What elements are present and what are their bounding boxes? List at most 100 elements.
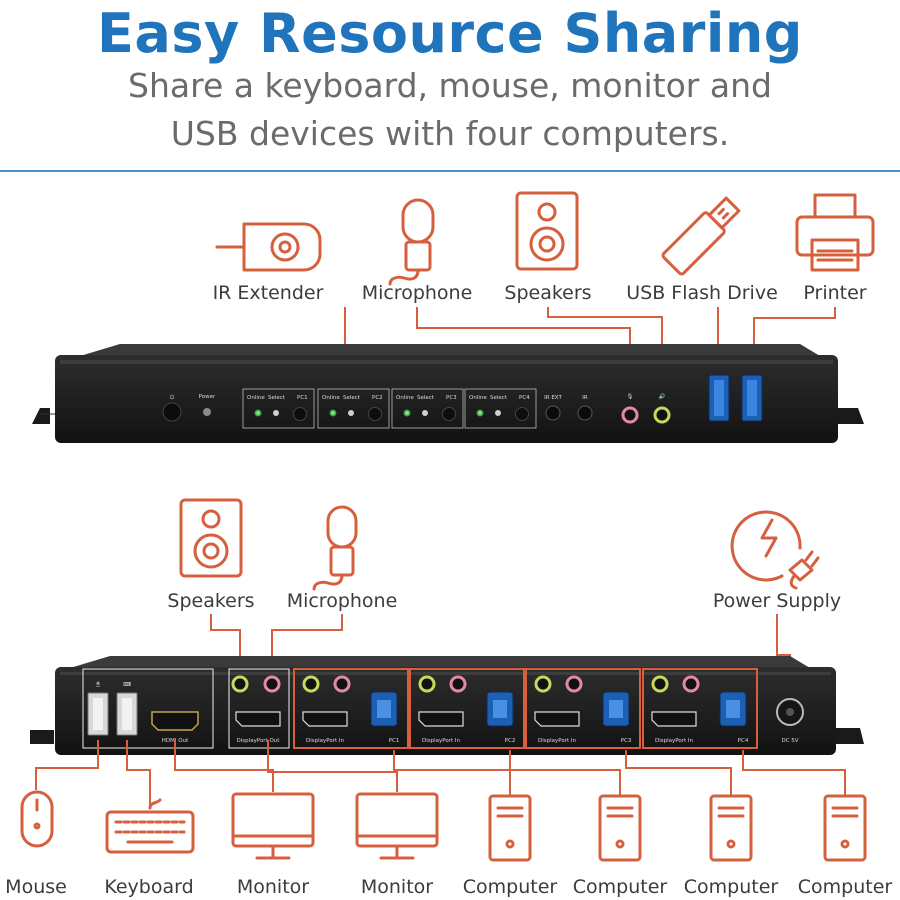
subtitle-line-2: USB devices with four computers. (170, 114, 730, 153)
rear-label-microphone: Microphone (287, 590, 398, 612)
front-mic-port[interactable] (621, 406, 639, 424)
computer-3-line (625, 750, 732, 795)
svg-text:Online: Online (396, 395, 414, 401)
pc1-select-group: Online Select PC1 (242, 388, 315, 429)
usb-flash-drive-icon (661, 196, 741, 276)
svg-text:PC1: PC1 (389, 738, 400, 744)
monitor-icon-2 (355, 792, 439, 860)
label-computer-4: Computer (798, 876, 893, 898)
online-led (254, 409, 262, 417)
displayport-in-port[interactable] (418, 711, 464, 727)
online-led (403, 409, 411, 417)
svg-text:Select: Select (268, 395, 286, 401)
svg-text:⏻: ⏻ (170, 394, 175, 401)
svg-text:DisplayPort In: DisplayPort In (538, 738, 577, 744)
pc1-port-group: DisplayPort In PC1 (293, 668, 409, 749)
label-printer: Printer (803, 282, 866, 304)
label-mouse: Mouse (5, 876, 67, 898)
rear-label-speakers: Speakers (167, 590, 254, 612)
svg-text:PC1: PC1 (297, 395, 308, 401)
front-speaker-port[interactable] (653, 406, 671, 424)
label-computer-2: Computer (573, 876, 668, 898)
svg-text:Online: Online (322, 395, 340, 401)
displayport-out-port[interactable] (235, 711, 281, 727)
rear-mic-line (271, 614, 343, 672)
computer-tower-icon-1 (488, 794, 532, 862)
svg-text:DisplayPort In: DisplayPort In (306, 738, 345, 744)
label-keyboard: Keyboard (104, 876, 193, 898)
svg-text:DisplayPort In: DisplayPort In (422, 738, 461, 744)
label-monitor-1: Monitor (237, 876, 309, 898)
page-title: Easy Resource Sharing (97, 2, 803, 65)
svg-text:PC2: PC2 (505, 738, 516, 744)
pc2-select-button[interactable] (368, 407, 382, 421)
pc3-select-group: Online Select PC3 (391, 388, 464, 429)
label-computer-1: Computer (463, 876, 558, 898)
ir-receiver (577, 405, 593, 421)
pc4-select-group: Online Select PC4 (464, 388, 537, 429)
rear-usb-a-port-1[interactable] (87, 692, 109, 736)
online-led (329, 409, 337, 417)
rear-mic-port[interactable] (263, 675, 281, 693)
pc2-port-group: DisplayPort In PC2 (409, 668, 525, 749)
svg-text:PC4: PC4 (519, 395, 530, 401)
computer-1-line (393, 750, 511, 795)
select-led (495, 410, 501, 416)
label-computer-3: Computer (684, 876, 779, 898)
rear-speaker-port[interactable] (231, 675, 249, 693)
svg-text:Online: Online (247, 395, 265, 401)
pc1-select-button[interactable] (293, 407, 307, 421)
label-power-supply: Power Supply (713, 590, 841, 612)
page-subtitle: Share a keyboard, mouse, monitor and USB… (0, 62, 900, 158)
svg-text:Select: Select (343, 395, 361, 401)
ir-ext-port[interactable] (545, 405, 561, 421)
computer-4-line (742, 750, 846, 795)
pc3-select-button[interactable] (442, 407, 456, 421)
svg-text:PC3: PC3 (446, 395, 457, 401)
label-monitor-2: Monitor (361, 876, 433, 898)
microphone-icon (388, 198, 435, 286)
speaker-icon (515, 191, 579, 271)
subtitle-line-1: Share a keyboard, mouse, monitor and (128, 66, 772, 105)
pc4-select-button[interactable] (515, 407, 529, 421)
header-divider (0, 170, 900, 172)
rear-usb-a-port-2[interactable] (116, 692, 138, 736)
pc2-select-group: Online Select PC2 (317, 388, 390, 429)
label-ir-extender: IR Extender (213, 282, 324, 304)
rear-speaker-line (210, 614, 241, 672)
dc-label: DC 5V (781, 738, 798, 744)
svg-text:PC4: PC4 (738, 738, 749, 744)
monitor-1-line (174, 740, 274, 792)
svg-text:PC3: PC3 (621, 738, 632, 744)
displayport-in-port[interactable] (651, 711, 697, 727)
keyboard-icon (105, 798, 195, 854)
rear-speaker-icon (179, 498, 243, 578)
svg-text:Select: Select (417, 395, 435, 401)
mouse-port-icon: 🖱 (96, 681, 100, 688)
ir-ext-label: IR EXT (544, 395, 562, 401)
printer-icon (795, 193, 875, 272)
hdmi-out-port[interactable] (151, 711, 199, 731)
displayport-in-port[interactable] (534, 711, 580, 727)
computer-tower-icon-2 (598, 794, 642, 862)
mouse-line (35, 740, 99, 790)
svg-text:PC2: PC2 (372, 395, 383, 401)
speaker-port-icon: 🔊 (659, 392, 666, 400)
select-led (422, 410, 428, 416)
svg-text:Select: Select (490, 395, 508, 401)
select-led (348, 410, 354, 416)
power-button[interactable]: ⏻ (162, 394, 182, 422)
label-speakers: Speakers (504, 282, 591, 304)
kvm-front-view (32, 344, 864, 443)
ir-label: IR (582, 395, 588, 401)
monitor-2-line (267, 740, 398, 792)
power-supply-icon (730, 510, 820, 590)
monitor-icon-1 (231, 792, 315, 860)
displayport-in-port[interactable] (302, 711, 348, 727)
mouse-icon (20, 790, 54, 848)
power-led (203, 408, 211, 416)
label-usb-flash-drive: USB Flash Drive (626, 282, 778, 304)
keyboard-port-icon: ⌨ (123, 682, 131, 688)
online-led (476, 409, 484, 417)
